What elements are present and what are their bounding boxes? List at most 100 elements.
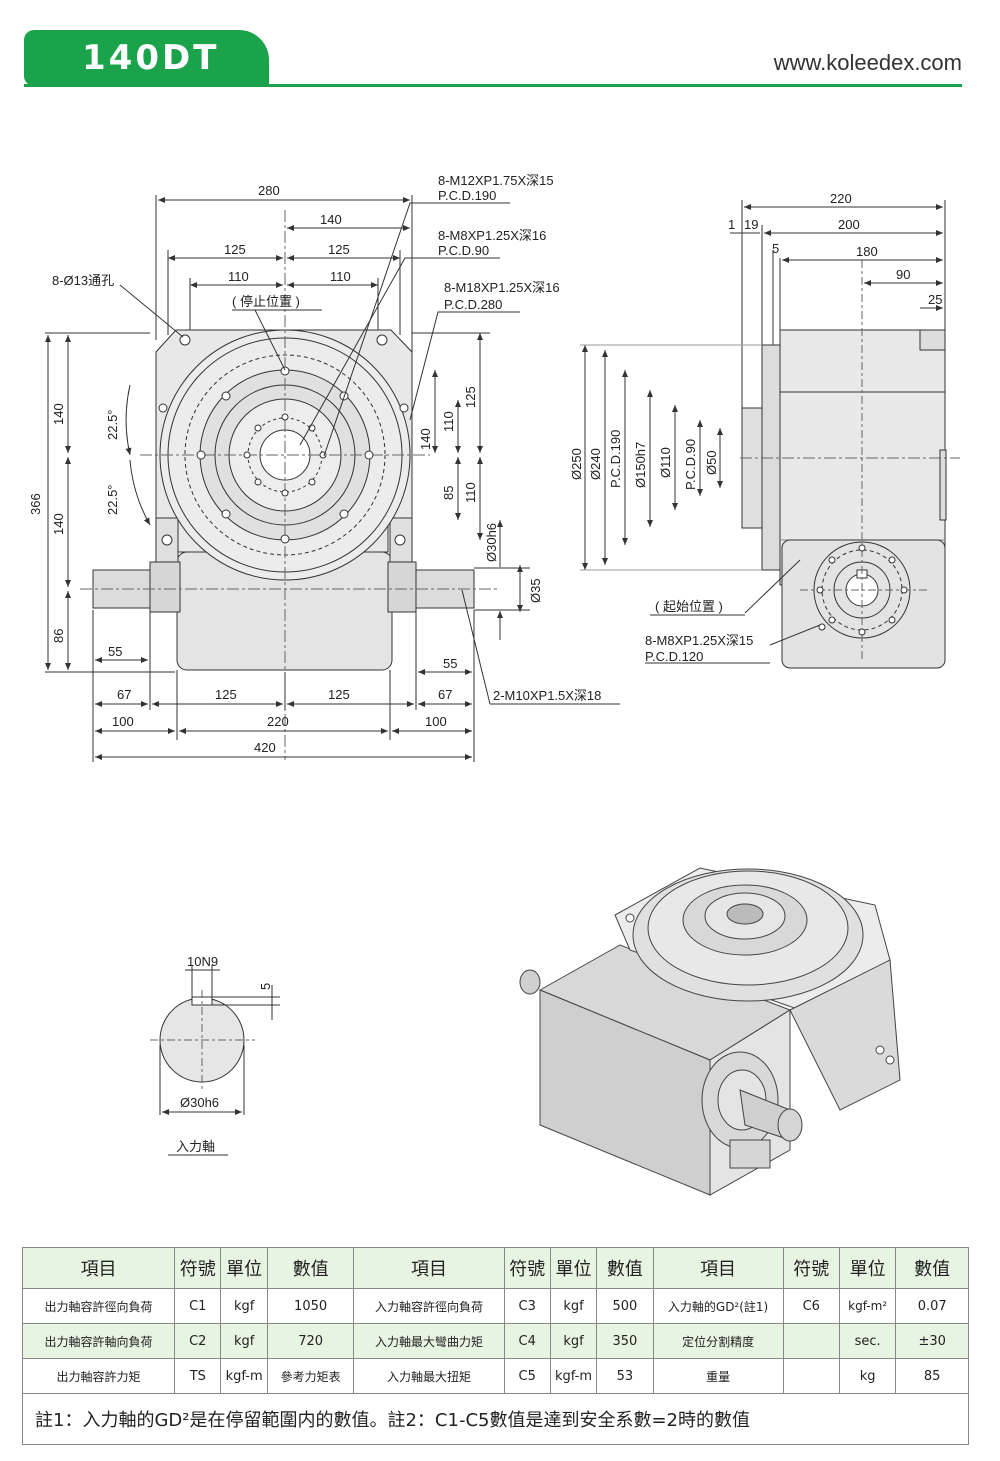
side-dim-200: 200 <box>838 217 860 232</box>
dim-67-right: 67 <box>438 687 452 702</box>
table-cell: 0.07 <box>895 1288 969 1324</box>
table-cell: 出力軸容許軸向負荷 <box>21 1323 176 1359</box>
header-cell: 項目 <box>353 1247 505 1289</box>
table-cell: kg <box>838 1358 897 1394</box>
table-cell: 重量 <box>652 1358 784 1394</box>
header-cell: 單位 <box>220 1247 268 1289</box>
dim-100-left: 100 <box>112 714 134 729</box>
website-url[interactable]: www.koleedex.com <box>773 50 962 75</box>
dim-phi35: Ø35 <box>528 578 543 603</box>
front-view-drawing: 280 140 125 125 110 110 ( 停止位置 ) 8-Ø13通孔… <box>28 173 620 762</box>
dim-55-left: 55 <box>108 644 122 659</box>
table-cell: 入力軸容許徑向負荷 <box>353 1288 505 1324</box>
side-dim-5: 5 <box>772 241 779 256</box>
dim-86: 86 <box>51 629 66 643</box>
table-cell <box>782 1358 840 1394</box>
dim-366: 366 <box>28 493 43 515</box>
note-pcd280: P.C.D.280 <box>444 297 502 312</box>
header-rule <box>24 84 962 87</box>
table-cell: 定位分割精度 <box>652 1323 784 1359</box>
header-cell: 符號 <box>782 1247 840 1289</box>
table-cell: C4 <box>503 1323 551 1359</box>
dim-110-right: 110 <box>330 269 351 284</box>
table-cell: kgf <box>549 1288 598 1324</box>
table-cell: 入力軸最大彎曲力矩 <box>353 1323 505 1359</box>
table-cell: 入力軸的GD²(註1) <box>652 1288 784 1324</box>
dim-125-bottom-right: 125 <box>328 687 350 702</box>
table-row: 出力軸容許力矩 TS kgf-m 參考力矩表 入力軸最大扭矩 C5 kgf-m … <box>21 1358 969 1394</box>
side-dim-phi50: Ø50 <box>704 450 719 475</box>
note-m18: 8-M18XP1.25X深16 <box>444 280 560 295</box>
table-cell: kgf-m <box>549 1358 598 1394</box>
table-row: 出力軸容許徑向負荷 C1 kgf 1050 入力軸容許徑向負荷 C3 kgf 5… <box>21 1288 969 1324</box>
side-dim-phi150: Ø150h7 <box>633 442 648 488</box>
table-cell: 入力軸最大扭矩 <box>353 1358 505 1394</box>
note-m12: 8-M12XP1.75X深15 <box>438 173 554 188</box>
dim-140-right-v: 140 <box>418 428 433 450</box>
spec-table: 項目 符號 單位 數值 項目 符號 單位 數值 項目 符號 單位 數值 出力軸容… <box>21 1247 969 1445</box>
dim-220: 220 <box>267 714 289 729</box>
note-pcd90: P.C.D.90 <box>438 243 489 258</box>
header-cell: 單位 <box>549 1247 598 1289</box>
header-cell: 符號 <box>503 1247 551 1289</box>
table-footnote: 註1：入力軸的GD²是在停留範圍内的數值。註2：C1-C5數值是達到安全系數=2… <box>22 1393 969 1445</box>
dim-125-right: 125 <box>328 242 350 257</box>
dim-phi30: Ø30h6 <box>484 523 499 562</box>
stop-position-label: ( 停止位置 ) <box>232 294 300 309</box>
table-cell <box>782 1323 840 1359</box>
dim-125-bottom-left: 125 <box>215 687 237 702</box>
table-cell: C3 <box>503 1288 551 1324</box>
note-m8-pcd120-a: 8-M8XP1.25X深15 <box>645 633 753 648</box>
side-dim-pcd190: P.C.D.190 <box>608 430 623 488</box>
dim-280: 280 <box>258 183 280 198</box>
side-dim-1: 1 <box>728 217 735 232</box>
model-title: 140DT <box>82 38 220 78</box>
table-cell: 參考力矩表 <box>266 1358 355 1394</box>
table-cell: C1 <box>174 1288 222 1324</box>
table-cell: sec. <box>838 1323 897 1359</box>
table-cell: 85 <box>895 1358 969 1394</box>
header-cell: 項目 <box>21 1247 176 1289</box>
hole-label: 8-Ø13通孔 <box>52 273 114 288</box>
header-cell: 項目 <box>652 1247 784 1289</box>
header-cell: 符號 <box>174 1247 222 1289</box>
side-dim-25: 25 <box>928 292 942 307</box>
table-cell: C5 <box>503 1358 551 1394</box>
table-cell: kgf-m² <box>838 1288 897 1324</box>
note-m10: 2-M10XP1.5X深18 <box>493 688 601 703</box>
table-cell: C6 <box>782 1288 840 1324</box>
header-cell: 數值 <box>895 1247 969 1289</box>
table-cell: kgf-m <box>220 1358 268 1394</box>
table-cell: C2 <box>174 1323 222 1359</box>
header-tab <box>24 30 269 86</box>
dim-85: 85 <box>441 486 456 500</box>
dim-55-right: 55 <box>443 656 457 671</box>
note-m8: 8-M8XP1.25X深16 <box>438 228 546 243</box>
table-cell: kgf <box>549 1323 598 1359</box>
dim-67-left: 67 <box>117 687 131 702</box>
note-m8-pcd120-b: P.C.D.120 <box>645 649 703 664</box>
side-dim-phi110: Ø110 <box>658 447 673 478</box>
dim-125-left: 125 <box>224 242 246 257</box>
table-cell: ±30 <box>895 1323 969 1359</box>
table-row: 出力軸容許軸向負荷 C2 kgf 720 入力軸最大彎曲力矩 C4 kgf 35… <box>21 1323 969 1359</box>
note-pcd190: P.C.D.190 <box>438 188 496 203</box>
side-view-drawing: 220 1 19 200 5 180 90 25 Ø250 Ø240 P.C.D… <box>569 191 960 669</box>
key-width: 10N9 <box>187 954 218 969</box>
key-depth: 5 <box>258 983 273 990</box>
input-shaft-label: 入力軸 <box>176 1139 215 1154</box>
side-dim-19: 19 <box>744 217 758 232</box>
dim-110-right-upper: 110 <box>441 411 456 432</box>
dim-140-upper-left: 140 <box>51 403 66 425</box>
side-dim-90: 90 <box>896 267 910 282</box>
table-note-row: 註1：入力軸的GD²是在停留範圍内的數值。註2：C1-C5數值是達到安全系數=2… <box>22 1393 969 1445</box>
dim-100-right: 100 <box>425 714 447 729</box>
table-cell: 350 <box>596 1323 654 1359</box>
table-cell: 出力軸容許力矩 <box>21 1358 176 1394</box>
dim-420: 420 <box>254 740 276 755</box>
table-cell: 出力軸容許徑向負荷 <box>21 1288 176 1324</box>
table-header-row: 項目 符號 單位 數值 項目 符號 單位 數值 項目 符號 單位 數值 <box>21 1247 969 1289</box>
dim-140-lower-left: 140 <box>51 513 66 535</box>
dim-110-right-lower: 110 <box>463 482 478 503</box>
table-cell: 53 <box>596 1358 654 1394</box>
